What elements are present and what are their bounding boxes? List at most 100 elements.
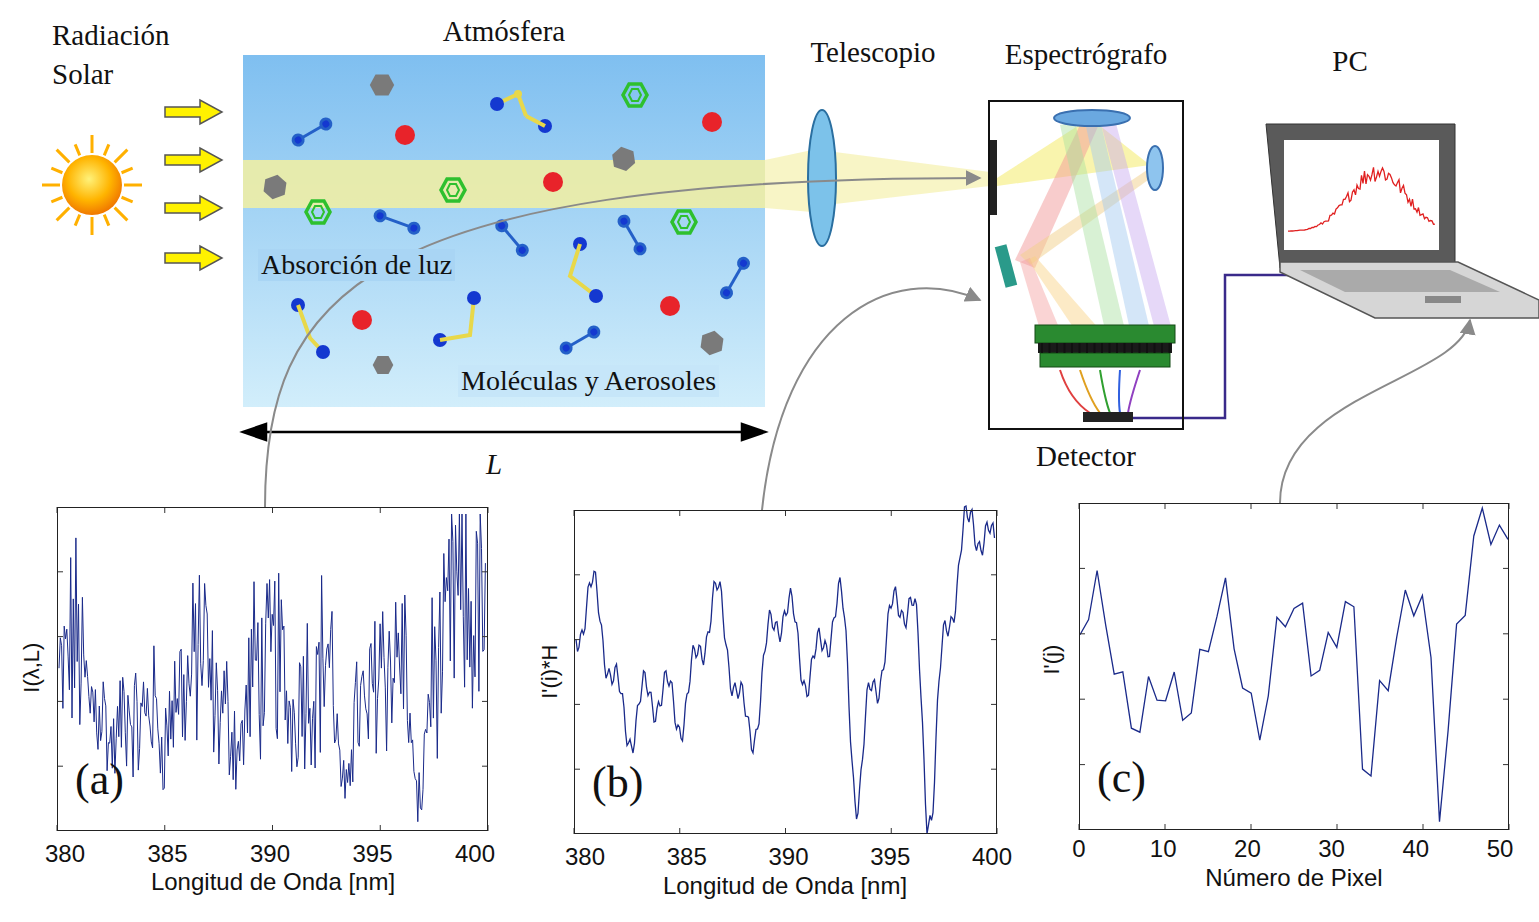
drawing-part (115, 150, 128, 163)
drawing-part (91, 135, 94, 153)
drawing-part (319, 117, 333, 131)
drawing-part (660, 296, 680, 316)
drawing-part (1083, 412, 1133, 422)
drawing-part (243, 424, 266, 440)
drawing-part (1154, 343, 1156, 353)
node-title: Espectrógrafo (1005, 38, 1168, 71)
tick-label: 395 (352, 840, 392, 868)
tick-label: 395 (870, 843, 910, 871)
axis-title: Longitud de Onda [nm] (663, 872, 907, 900)
drawing-part (408, 222, 421, 235)
drawing-part (1035, 325, 1175, 343)
drawing-part (1080, 370, 1100, 413)
spectrograph-optics (988, 110, 1175, 422)
drawing-part (42, 135, 142, 235)
drawing-part (1060, 370, 1140, 413)
drawing-part (617, 214, 647, 255)
spectrograph-box: EspectrógrafoDetector (980, 38, 1192, 478)
drawing-part (62, 155, 122, 215)
drawing-part (1128, 370, 1140, 413)
drawing-part (570, 237, 603, 303)
drawing-part (291, 298, 330, 359)
drawing-part (57, 150, 70, 163)
length-dimension (243, 424, 765, 440)
drawing-part (1146, 343, 1148, 353)
drawing-part (1300, 270, 1500, 292)
drawing-part (1116, 343, 1118, 353)
drawing-part (526, 116, 545, 126)
drawing-part (1139, 343, 1141, 353)
drawing-part (1101, 343, 1103, 353)
drawing-part (467, 291, 481, 305)
drawing-part (1060, 370, 1090, 413)
drawing-part (260, 173, 290, 201)
drawing-part (1049, 343, 1051, 353)
solar-arrows (165, 100, 222, 270)
drawing-part (1124, 343, 1126, 353)
drawing-part (559, 341, 573, 355)
node-title: (a) (75, 755, 124, 806)
drawing-part (1054, 110, 1130, 126)
plot-frame: (c) (1079, 503, 1509, 830)
drawing-part (623, 84, 647, 106)
axis-title: Longitud de Onda [nm] (151, 868, 395, 896)
sun-symbol (42, 135, 142, 235)
tick-label: 0 (1072, 835, 1085, 863)
drawing-part (1080, 508, 1508, 822)
drawing-part (1109, 343, 1111, 353)
axis-title: I'(i)*H (536, 645, 561, 699)
drawing-part (1040, 353, 1170, 367)
drawing-part (995, 244, 1017, 288)
drawing-part (1425, 296, 1461, 303)
drawing-part (1028, 256, 1100, 330)
drawing-part (165, 246, 222, 270)
plot-frame: (a) (57, 507, 488, 831)
tick-label: 40 (1402, 835, 1429, 863)
drawing-part (1079, 343, 1081, 353)
tick-label: 10 (1150, 835, 1177, 863)
telescope-lens (808, 110, 836, 246)
drawing-part (1042, 343, 1170, 353)
drawing-part (165, 100, 222, 124)
drawing-part (587, 325, 601, 339)
drawing-part (291, 90, 603, 359)
drawing-part (115, 208, 128, 221)
pc-laptop: PC (1262, 45, 1539, 320)
drawing-part (515, 243, 529, 257)
drawing-part (374, 209, 421, 234)
drawing-part (1147, 146, 1163, 190)
source-label: Radiación Solar (52, 16, 202, 94)
tick-label: 400 (455, 840, 495, 868)
axis-title: I'(j) (1039, 645, 1064, 675)
curved-connector (1280, 320, 1470, 503)
drawing-part (1064, 343, 1066, 353)
tick-label: 385 (667, 843, 707, 871)
drawing-part (1284, 140, 1439, 250)
tick-label: 400 (972, 843, 1012, 871)
drawing-part (373, 356, 394, 374)
drawing-part (490, 90, 552, 133)
drawing-part (1071, 343, 1073, 353)
axis-title: Número de Pixel (1205, 864, 1382, 892)
plot-frame: (b) (574, 510, 997, 834)
drawing-part (291, 117, 332, 147)
drawing-part (57, 208, 70, 221)
drawing-part (42, 184, 60, 187)
box-border (988, 100, 1184, 430)
tick-label: 390 (768, 843, 808, 871)
drawing-part (51, 197, 62, 202)
drawing-part (1119, 370, 1120, 413)
drawing-part (514, 90, 522, 98)
drawing-part (633, 242, 647, 256)
node-text: Absorción de luz (258, 249, 455, 281)
tick-label: 380 (45, 840, 85, 868)
curved-connector (762, 288, 980, 510)
drawing-part (495, 219, 530, 258)
drawing-part (490, 97, 504, 111)
drawing-part (702, 112, 722, 132)
drawing-part (1131, 343, 1133, 353)
drawing-part (617, 214, 631, 228)
part-label: Telescopio (810, 36, 935, 69)
